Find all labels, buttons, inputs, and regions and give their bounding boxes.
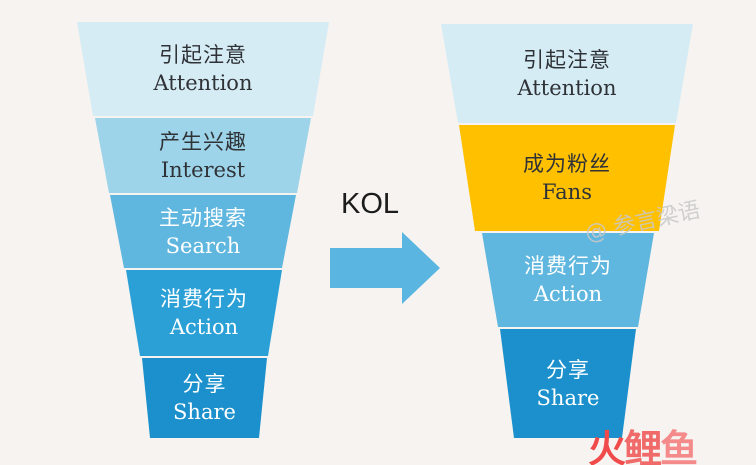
right-funnel-layer-fans: 成为粉丝 Fans (459, 125, 675, 231)
layer-cn-label: 分享 (546, 357, 590, 382)
brand-logo-watermark: 火鲤鱼 (588, 418, 698, 465)
logo-part: 鱼 (660, 427, 698, 465)
layer-en-label: Fans (542, 180, 592, 204)
layer-cn-label: 主动搜索 (159, 205, 247, 230)
layer-en-label: Interest (160, 157, 246, 182)
layer-en-label: Search (165, 233, 241, 258)
left-funnel-layer-search: 主动搜索 Search (110, 195, 296, 268)
left-funnel-layer-attention: 引起注意 Attention (77, 22, 329, 116)
right-funnel-layer-action: 消费行为 Action (482, 233, 654, 327)
layer-cn-label: 引起注意 (523, 47, 611, 72)
layer-en-label: Attention (517, 75, 617, 100)
layer-en-label: Share (536, 385, 600, 410)
kol-label: KOL (341, 188, 400, 220)
layer-en-label: Share (173, 400, 236, 424)
layer-cn-label: 成为粉丝 (523, 152, 611, 176)
layer-cn-label: 分享 (182, 372, 227, 396)
logo-part: 鲤 (624, 427, 662, 465)
right-funnel-layer-attention: 引起注意 Attention (441, 24, 693, 123)
right-arrow-icon (330, 232, 440, 304)
layer-en-label: Action (533, 282, 603, 306)
left-funnel-layer-share: 分享 Share (142, 358, 267, 438)
layer-en-label: Action (169, 315, 239, 339)
left-funnel-layer-action: 消费行为 Action (126, 270, 282, 356)
layer-cn-label: 消费行为 (524, 254, 612, 278)
layer-cn-label: 产生兴趣 (159, 129, 247, 154)
layer-cn-label: 引起注意 (159, 43, 247, 67)
right-funnel-layer-share: 分享 Share (500, 329, 636, 438)
logo-part: 火 (588, 427, 626, 465)
layer-cn-label: 消费行为 (160, 287, 248, 311)
left-funnel-layer-interest: 产生兴趣 Interest (95, 118, 311, 193)
layer-en-label: Attention (153, 71, 253, 95)
